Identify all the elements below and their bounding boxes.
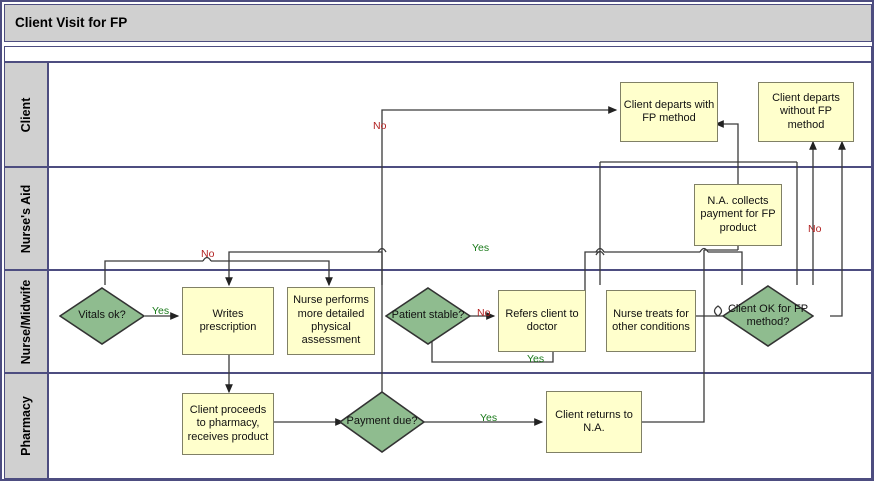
lane-header-nurses-aid: Nurse's Aid: [4, 167, 48, 270]
node-client-ok-for-fp-method[interactable]: Client OK for FP method?: [722, 285, 814, 347]
node-client-departs-with-fp[interactable]: Client departs with FP method: [620, 82, 718, 142]
node-label: Payment due?: [346, 415, 418, 428]
edge-label-fpok-no: No: [808, 223, 822, 235]
node-payment-due[interactable]: Payment due?: [339, 391, 425, 453]
lane-header-nurse-midwife: Nurse/Midwife: [4, 270, 48, 373]
node-nurse-treats-other-conditions[interactable]: Nurse treats for other conditions: [606, 290, 696, 352]
node-client-proceeds-to-pharmacy[interactable]: Client proceeds to pharmacy, receives pr…: [182, 393, 274, 455]
lane-body-pharmacy: [48, 373, 872, 479]
node-label: Patient stable?: [391, 309, 465, 322]
lane-label-nurse-midwife: Nurse/Midwife: [19, 279, 33, 364]
node-label: Refers client to doctor: [505, 307, 579, 333]
node-refers-client-to-doctor[interactable]: Refers client to doctor: [498, 290, 586, 352]
node-client-returns-to-na[interactable]: Client returns to N.A.: [546, 391, 642, 453]
node-label: Vitals ok?: [78, 309, 126, 322]
node-label: Client returns to N.A.: [555, 408, 633, 434]
node-label: Client OK for FP method?: [727, 302, 809, 328]
lane-label-client: Client: [19, 97, 33, 132]
lane-header-client: Client: [4, 62, 48, 167]
edge-label-vitals-no: No: [201, 248, 215, 260]
edge-label-payment-yes: Yes: [480, 412, 498, 424]
node-label: Client departs without FP method: [772, 91, 840, 131]
lane-body-client: [48, 62, 872, 167]
lane-header-pharmacy: Pharmacy: [4, 373, 48, 479]
diamond-shape: [722, 285, 814, 347]
diamond-shape: [59, 287, 145, 345]
node-label: N.A. collects payment for FP product: [700, 194, 776, 234]
edge-label-refer-yes: Yes: [527, 353, 545, 365]
node-label: Writes prescription: [199, 307, 257, 333]
lane-label-nurses-aid: Nurse's Aid: [19, 184, 33, 253]
diamond-shape: [339, 391, 425, 453]
lane-label-pharmacy: Pharmacy: [19, 396, 33, 456]
node-patient-stable[interactable]: Patient stable?: [385, 287, 471, 345]
node-client-departs-without-fp[interactable]: Client departs without FP method: [758, 82, 854, 142]
node-na-collects-payment[interactable]: N.A. collects payment for FP product: [694, 184, 782, 246]
node-label: Nurse performs more detailed physical as…: [293, 294, 369, 347]
edge-label-stable-no: No: [477, 307, 491, 319]
page-title: Client Visit for FP: [15, 15, 128, 30]
node-label: Client departs with FP method: [623, 98, 715, 124]
edge-label-vitals-yes: Yes: [152, 305, 170, 317]
node-nurse-performs-assessment[interactable]: Nurse performs more detailed physical as…: [287, 287, 375, 355]
diagram-title-bar: Client Visit for FP: [4, 4, 872, 42]
node-vitals-ok[interactable]: Vitals ok?: [59, 287, 145, 345]
edge-label-stable-yes: Yes: [472, 242, 490, 254]
lane-top-spacer: [4, 46, 872, 62]
edge-label-top-no: No: [373, 120, 387, 132]
node-label: Client proceeds to pharmacy, receives pr…: [187, 403, 269, 443]
node-label: Nurse treats for other conditions: [612, 307, 690, 333]
node-writes-prescription[interactable]: Writes prescription: [182, 287, 274, 355]
